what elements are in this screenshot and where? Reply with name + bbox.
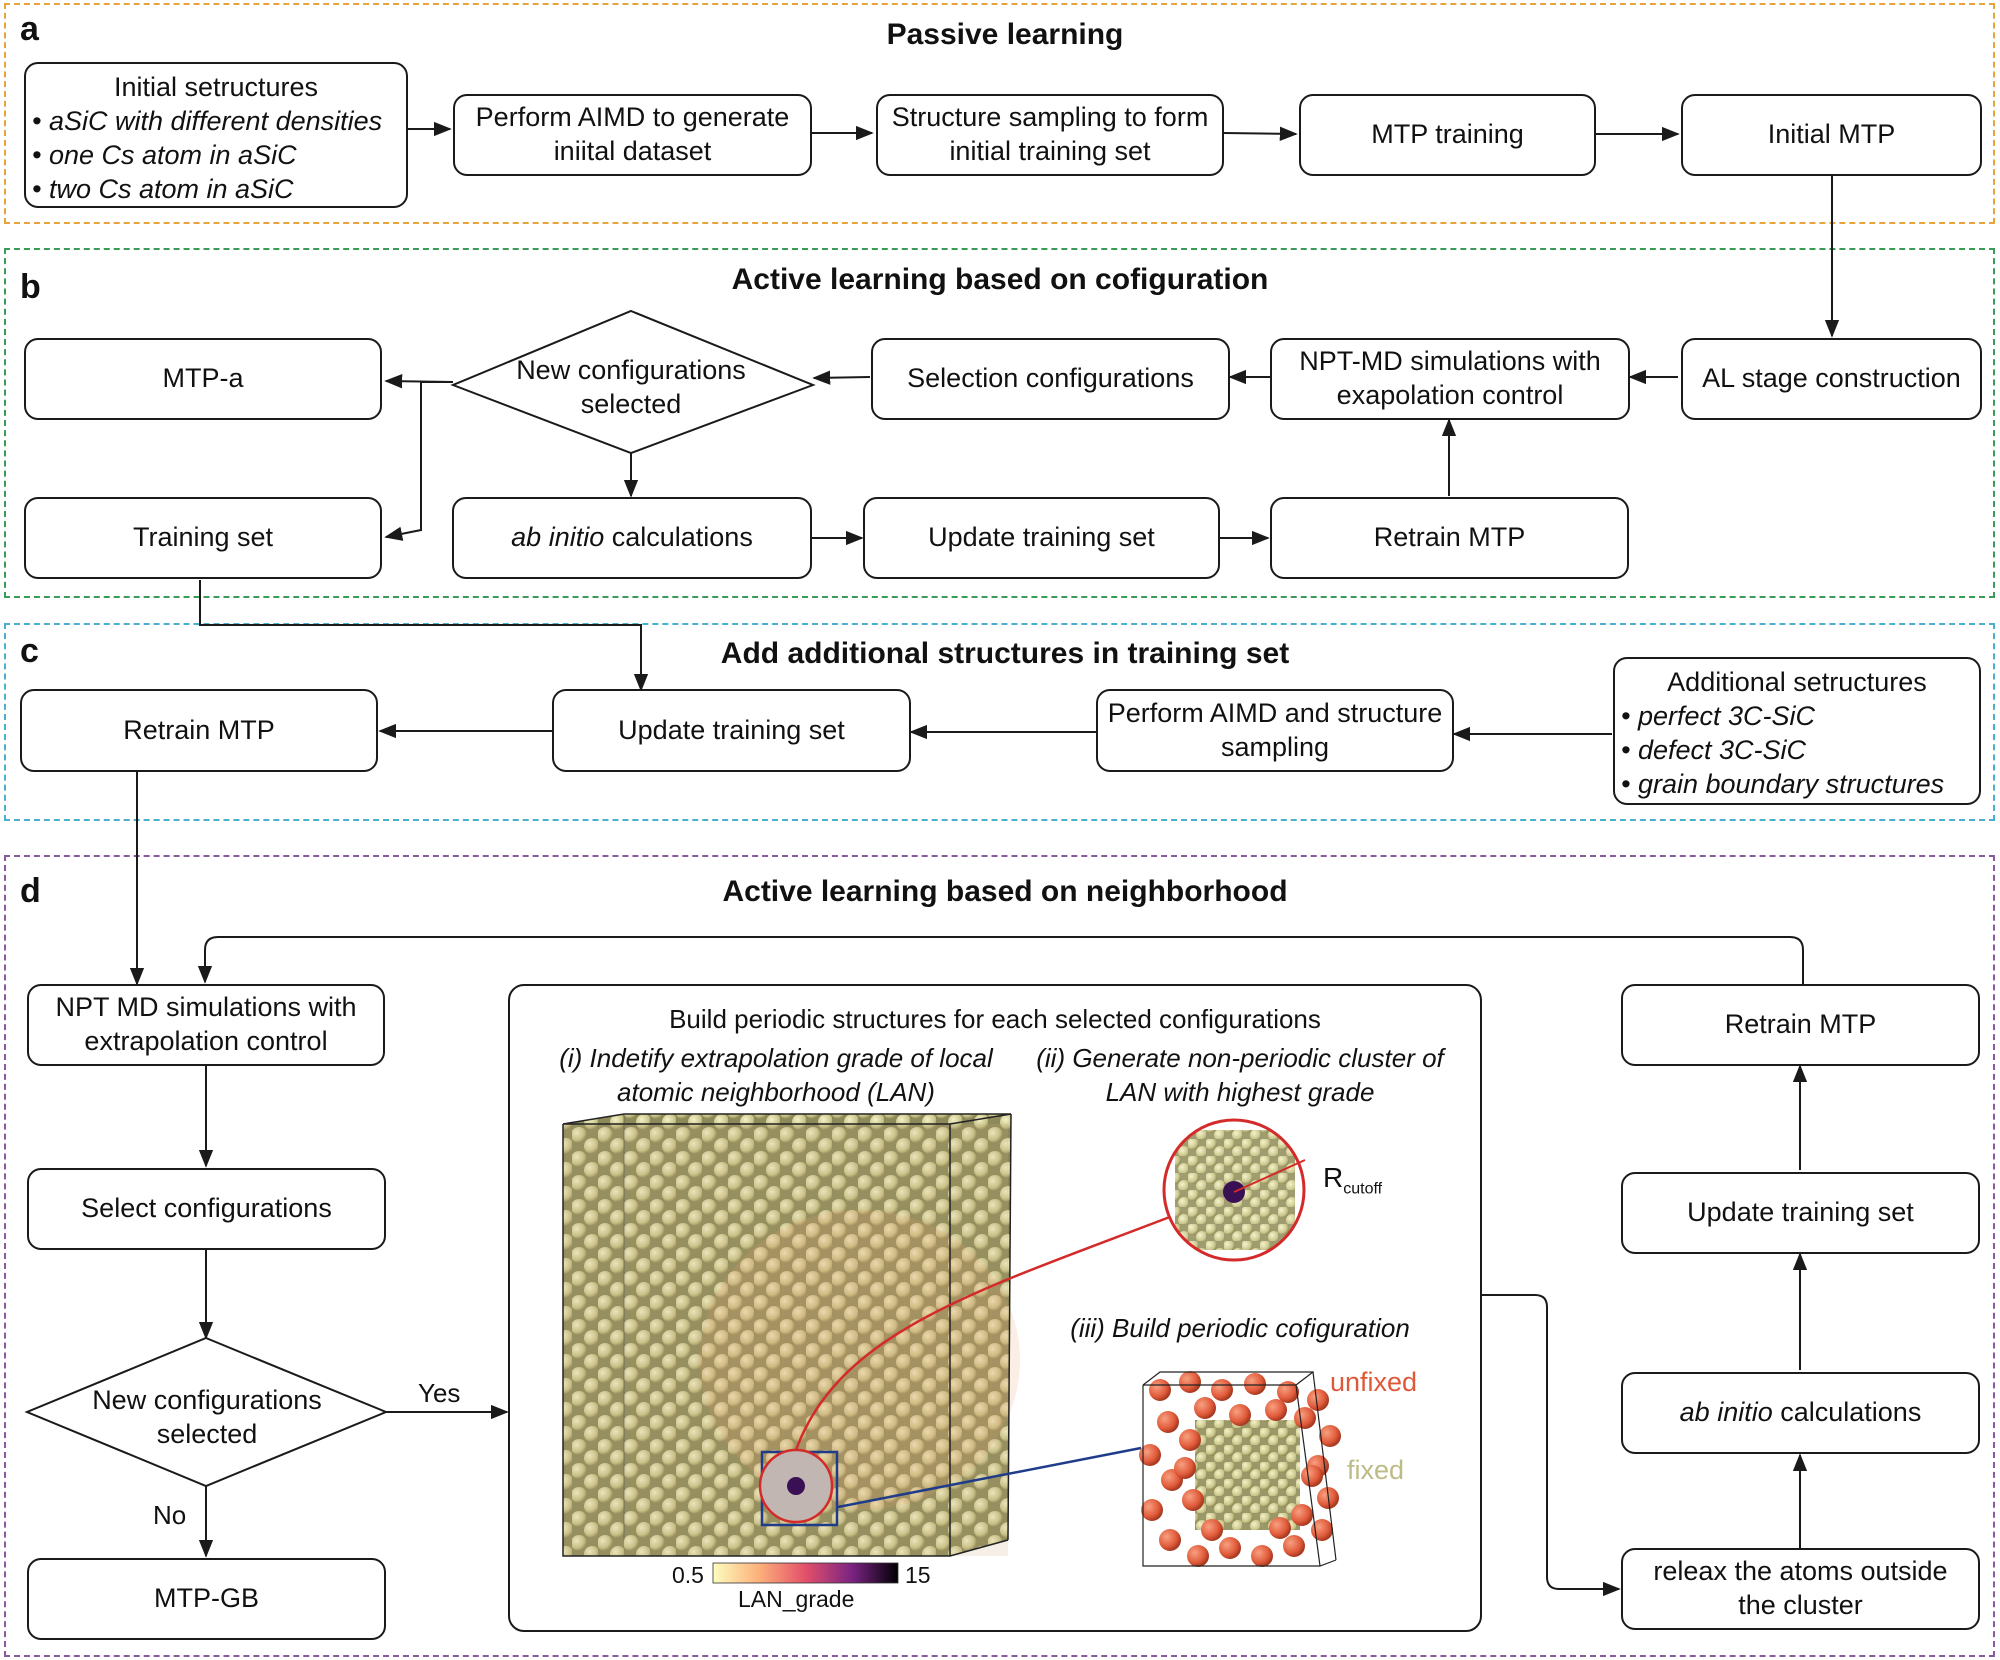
decision-diamond-b [450,309,816,455]
panel-d-label: d [20,872,41,910]
arrow-d-to-relax [1480,1294,1621,1597]
build-periodic-title: Build periodic structures for each selec… [669,1004,1321,1034]
initial-structure-item: • aSiC with different densities [32,106,383,136]
decision-d-label: New configurations selected [92,1385,322,1449]
unfixed-label: unfixed [1330,1367,1418,1397]
step-i-label: (i) Indetify extrapolation grade of loca… [559,1043,993,1107]
aimd-box: Perform AIMD to generate iniital dataset [453,94,812,176]
arrow-b-trainingset [384,381,453,541]
mtp-gb-box: MTP-GB [27,1558,386,1640]
panel-b-title: Active learning based on cofiguration [731,263,1269,296]
no-label: No [153,1500,187,1530]
panel-a-title: Passive learning [886,18,1124,51]
training-set-box: Training set [24,497,382,579]
update-set-box-d: Update training set [1621,1172,1980,1254]
colorbar-title: LAN_grade [738,1586,855,1612]
arrow-d-loop [197,936,1804,984]
panel-a-label: a [20,10,39,48]
colorbar-max-label: 15 [905,1562,931,1588]
update-set-box-b: Update training set [863,497,1220,579]
update-set-box-c: Update training set [552,689,911,772]
ab-initio-b-em: ab initio [511,522,605,553]
build-periodic-container [508,984,1482,1632]
npt-md-box: NPT-MD simulations with exapolation cont… [1270,338,1630,420]
panel-c-title: Add additional structures in training se… [720,637,1290,670]
lan-small-cluster [760,1450,832,1522]
initial-structure-item: • two Cs atom in aSiC [32,174,294,204]
mtp-a-box: MTP-a [24,338,382,420]
panel-c-label: c [20,632,39,670]
al-stage-box: AL stage construction [1681,338,1982,420]
ab-initio-d-rest: calculations [1772,1397,1922,1428]
cluster-circle [1162,1118,1306,1262]
initial-mtp-box: Initial MTP [1681,94,1982,176]
panel-d-title: Active learning based on neighborhood [722,875,1288,908]
ab-initio-box-b: ab initio calculations [452,497,812,579]
npt-md-box-d: NPT MD simulations with extrapolation co… [27,984,385,1066]
decision-b-label: New configurations selected [516,355,746,419]
ab-initio-d-em: ab initio [1679,1397,1773,1428]
additional-structure-item: • defect 3C-SiC [1621,735,1807,765]
mtp-training-box: MTP training [1299,94,1596,176]
ab-initio-b-rest: calculations [604,522,753,553]
ab-initio-box-d: ab initio calculations [1621,1372,1980,1454]
select-configurations-box: Select configurations [27,1168,386,1250]
additional-structure-item: • perfect 3C-SiC [1621,701,1816,731]
rcutoff-line [1233,1159,1306,1193]
colorbar [712,1562,899,1584]
rcutoff-label: Rcutoff [1323,1162,1383,1198]
additional-structure-item: • grain boundary structures [1621,769,1945,799]
initial-structures-title: Initial setructures [113,72,319,102]
panel-c-frame [4,623,1995,821]
blue-connector-line [837,1446,1142,1509]
red-connector-curve [794,1213,1176,1451]
panel-b-frame [4,248,1995,598]
retrain-mtp-box-b: Retrain MTP [1270,497,1629,579]
initial-structures-box: Initial setructures • aSiC with differen… [24,62,408,208]
sampling-box: Structure sampling to form initial train… [876,94,1224,176]
arrow-b3 [812,370,871,385]
additional-structures-box: Additional setructures • perfect 3C-SiC … [1613,657,1981,805]
aimd-sampling-box: Perform AIMD and structure sampling [1096,689,1454,772]
additional-structures-title: Additional setructures [1667,667,1927,697]
decision-diamond-d [24,1336,389,1488]
colorbar-min-label: 0.5 [672,1562,704,1588]
initial-structure-item: • one Cs atom in aSiC [32,140,297,170]
panel-a-frame [4,3,1995,224]
step-iii-label: (iii) Build periodic cofiguration [1070,1313,1410,1343]
cluster-image [1164,1120,1304,1260]
periodic-config-image [1139,1370,1341,1568]
retrain-mtp-box-d: Retrain MTP [1621,984,1980,1066]
yes-label: Yes [418,1378,461,1408]
selection-box: Selection configurations [871,338,1230,420]
panel-b-label: b [20,268,41,306]
retrain-mtp-box-c: Retrain MTP [20,689,378,772]
relax-atoms-box: releax the atoms outside the cluster [1621,1548,1980,1630]
panel-d-frame [4,855,1995,1657]
step-ii-label: (ii) Generate non-periodic cluster of LA… [1036,1043,1444,1107]
arrow-b-to-c [199,580,649,692]
arrow-a3 [1223,126,1298,141]
fixed-label: fixed [1347,1455,1405,1485]
